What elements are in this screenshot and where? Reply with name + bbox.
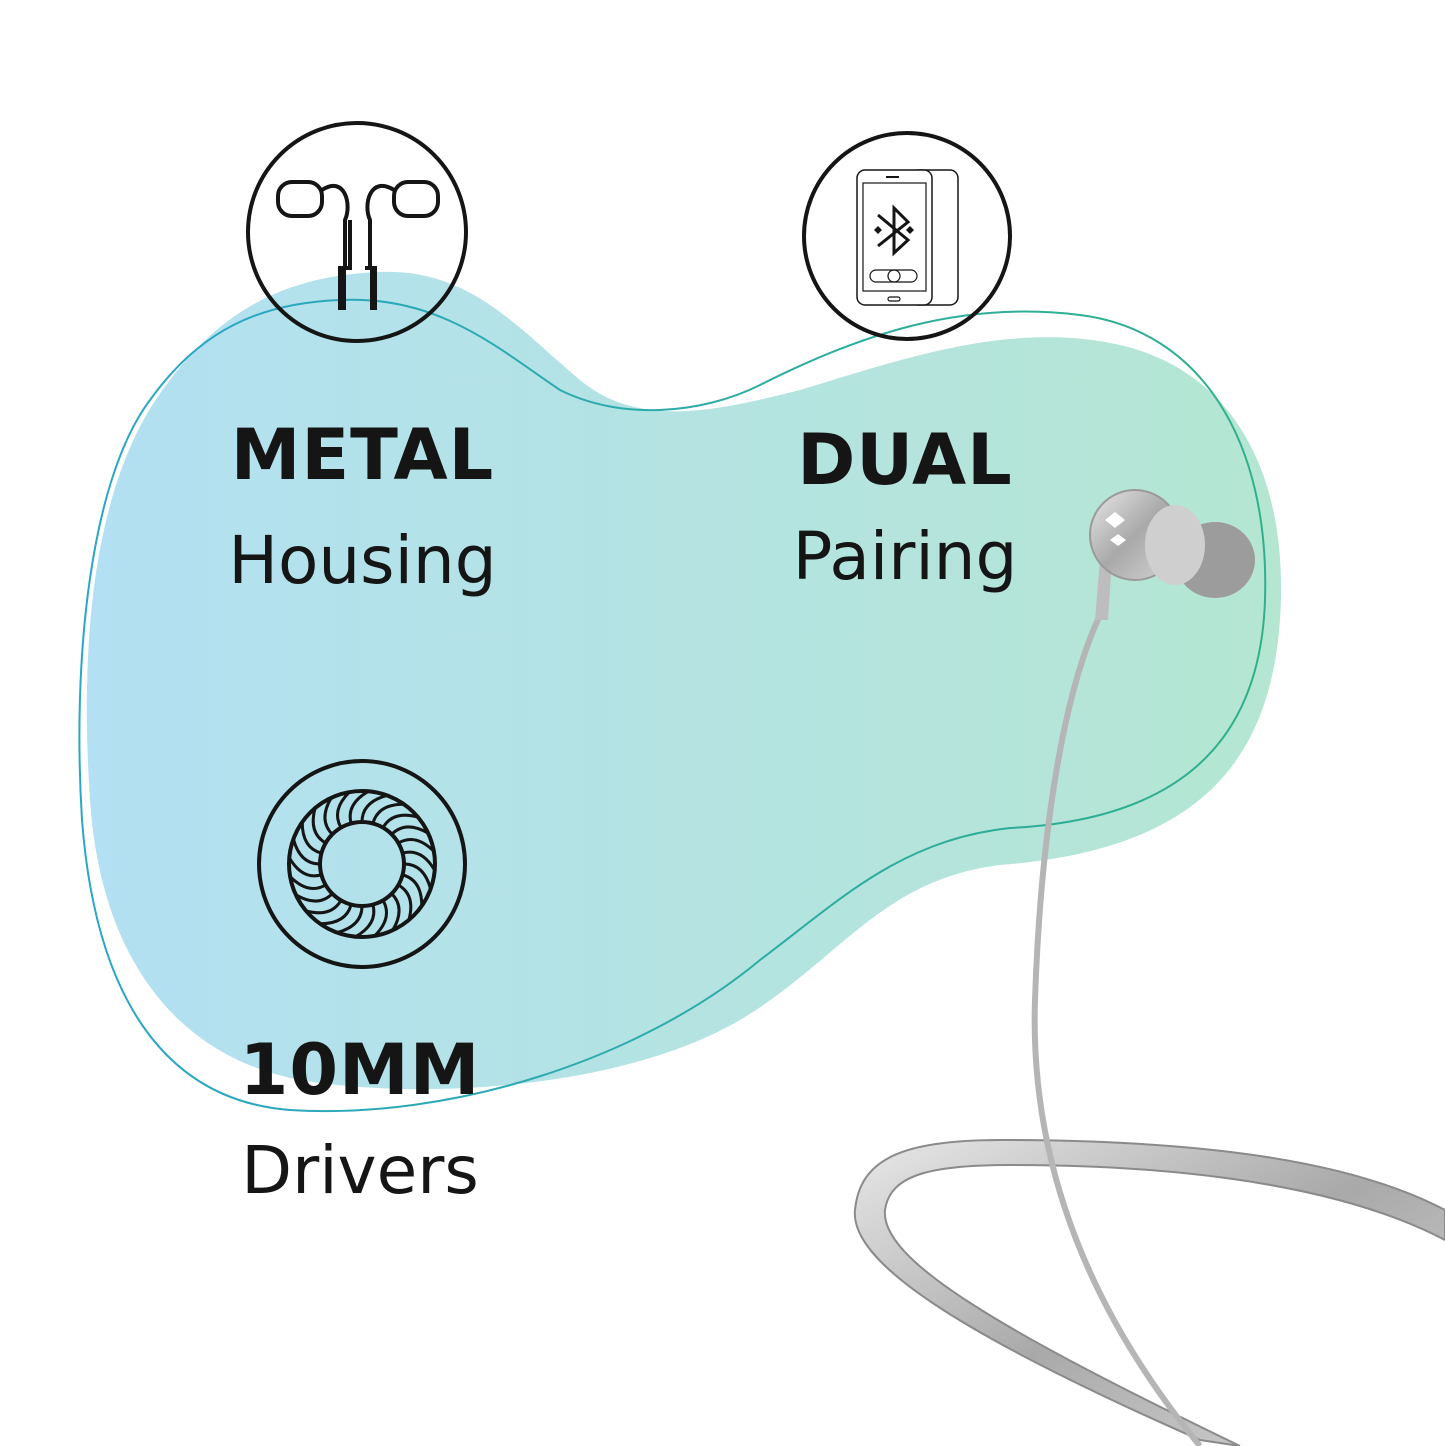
blob-outline xyxy=(78,298,1267,1113)
driver-blade xyxy=(295,892,334,903)
feature-subtitle-drivers: Drivers xyxy=(241,1132,479,1209)
feature-title-metal: METAL xyxy=(230,414,495,496)
driver-blade xyxy=(403,862,433,890)
feature-subtitle-pairing: Pairing xyxy=(792,518,1018,595)
driver-blade xyxy=(390,825,429,836)
feature-title-10mm: 10MM xyxy=(239,1029,481,1111)
blob-fill xyxy=(86,271,1282,1090)
driver-blade xyxy=(348,789,370,824)
driver-blade xyxy=(335,791,351,829)
neckband-earphones-image xyxy=(853,489,1445,1446)
driver-blade xyxy=(311,807,327,845)
feature-subtitle-housing: Housing xyxy=(228,522,497,599)
earphones-icon xyxy=(246,121,468,343)
driver-blade xyxy=(360,793,388,823)
driver-blade xyxy=(397,883,413,921)
driver-blade xyxy=(402,850,437,872)
driver-blade xyxy=(373,899,389,937)
driver-blade xyxy=(381,813,419,829)
driver-blade xyxy=(300,822,322,855)
driver-blade xyxy=(320,904,353,926)
driver-blade xyxy=(354,904,376,939)
dual-phone-bluetooth-icon xyxy=(802,131,1012,341)
driver-blade xyxy=(402,873,424,906)
driver-blade xyxy=(305,899,343,915)
driver-blade xyxy=(291,838,321,866)
driver-blade xyxy=(390,892,401,931)
driver-blade xyxy=(397,837,435,853)
driver-blade xyxy=(287,856,322,878)
driver-blade xyxy=(336,905,364,935)
driver-blade xyxy=(371,802,404,824)
driver-blade xyxy=(323,797,334,836)
driver-blade xyxy=(289,875,327,891)
feature-title-dual: DUAL xyxy=(797,419,1013,501)
driver-icon xyxy=(257,759,467,969)
